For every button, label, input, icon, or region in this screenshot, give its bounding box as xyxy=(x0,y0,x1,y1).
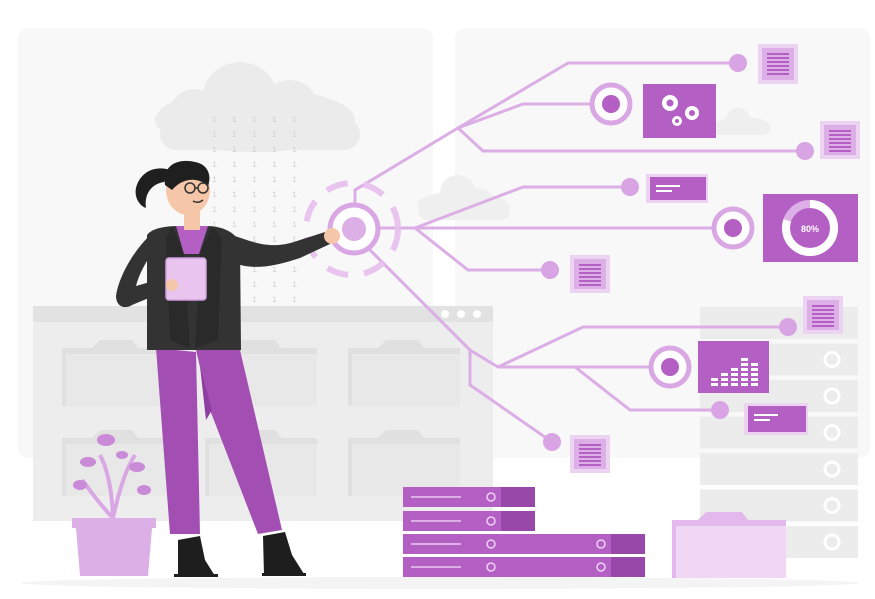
svg-text:1: 1 xyxy=(232,191,237,200)
document-icon xyxy=(570,435,610,473)
svg-text:1: 1 xyxy=(272,161,277,170)
svg-text:1: 1 xyxy=(252,206,257,215)
svg-text:1: 1 xyxy=(272,296,277,305)
folder-icon xyxy=(62,340,174,406)
plant-icon xyxy=(72,434,156,576)
svg-text:1: 1 xyxy=(272,116,277,125)
gauge-chart-icon: 80% xyxy=(763,194,858,262)
svg-text:1: 1 xyxy=(292,116,297,125)
svg-text:1: 1 xyxy=(232,131,237,140)
svg-text:1: 1 xyxy=(232,116,237,125)
text-card xyxy=(744,403,808,435)
folder-icon xyxy=(672,512,786,578)
svg-text:1: 1 xyxy=(212,146,217,155)
svg-text:1: 1 xyxy=(212,161,217,170)
gauge-percentage-label: 80% xyxy=(801,224,819,234)
svg-text:1: 1 xyxy=(292,266,297,275)
svg-text:1: 1 xyxy=(272,206,277,215)
document-icon xyxy=(758,44,798,84)
svg-text:1: 1 xyxy=(292,191,297,200)
svg-text:1: 1 xyxy=(292,131,297,140)
svg-text:1: 1 xyxy=(232,221,237,230)
svg-text:1: 1 xyxy=(272,236,277,245)
ring-nodes xyxy=(589,82,755,389)
server-unit xyxy=(403,487,535,507)
svg-text:1: 1 xyxy=(252,266,257,275)
document-icon xyxy=(570,255,610,293)
svg-text:1: 1 xyxy=(212,116,217,125)
folder-icon xyxy=(348,340,460,406)
svg-text:1: 1 xyxy=(292,146,297,155)
svg-text:1: 1 xyxy=(212,221,217,230)
svg-text:1: 1 xyxy=(292,206,297,215)
svg-text:1: 1 xyxy=(252,131,257,140)
svg-text:1: 1 xyxy=(292,221,297,230)
server-unit xyxy=(403,511,535,531)
svg-text:1: 1 xyxy=(292,236,297,245)
svg-text:1: 1 xyxy=(252,161,257,170)
network-nodes xyxy=(541,54,814,451)
bar-chart-icon xyxy=(698,341,769,393)
cloud-icon xyxy=(417,175,510,220)
svg-text:1: 1 xyxy=(272,176,277,185)
text-card xyxy=(646,174,708,203)
woman-character xyxy=(116,160,340,577)
svg-text:1: 1 xyxy=(252,176,257,185)
svg-text:1: 1 xyxy=(272,131,277,140)
svg-text:1: 1 xyxy=(212,191,217,200)
server-unit xyxy=(403,557,645,577)
svg-text:1: 1 xyxy=(252,146,257,155)
svg-text:1: 1 xyxy=(232,146,237,155)
document-icon xyxy=(803,296,843,334)
svg-text:1: 1 xyxy=(272,191,277,200)
server-stack xyxy=(403,487,645,577)
gears-icon xyxy=(643,84,716,138)
svg-text:1: 1 xyxy=(232,176,237,185)
cloud-icon xyxy=(712,108,770,135)
svg-text:1: 1 xyxy=(272,266,277,275)
svg-text:1: 1 xyxy=(252,281,257,290)
svg-text:1: 1 xyxy=(292,296,297,305)
svg-text:1: 1 xyxy=(252,191,257,200)
svg-text:1: 1 xyxy=(292,176,297,185)
document-icons xyxy=(570,44,860,473)
central-hub-node xyxy=(303,180,401,278)
document-icon xyxy=(820,121,860,159)
cloud-icon xyxy=(155,62,360,152)
svg-text:1: 1 xyxy=(252,296,257,305)
svg-text:1: 1 xyxy=(212,206,217,215)
svg-text:1: 1 xyxy=(272,221,277,230)
svg-text:1: 1 xyxy=(232,161,237,170)
svg-text:1: 1 xyxy=(272,146,277,155)
svg-text:1: 1 xyxy=(292,161,297,170)
svg-text:1: 1 xyxy=(212,176,217,185)
svg-text:1: 1 xyxy=(272,281,277,290)
svg-text:1: 1 xyxy=(232,206,237,215)
svg-text:1: 1 xyxy=(212,131,217,140)
svg-text:1: 1 xyxy=(252,116,257,125)
svg-text:1: 1 xyxy=(252,236,257,245)
folder-icon xyxy=(348,430,460,496)
svg-text:1: 1 xyxy=(292,281,297,290)
svg-text:1: 1 xyxy=(252,221,257,230)
server-rack-unit xyxy=(700,453,858,485)
server-unit xyxy=(403,534,645,554)
